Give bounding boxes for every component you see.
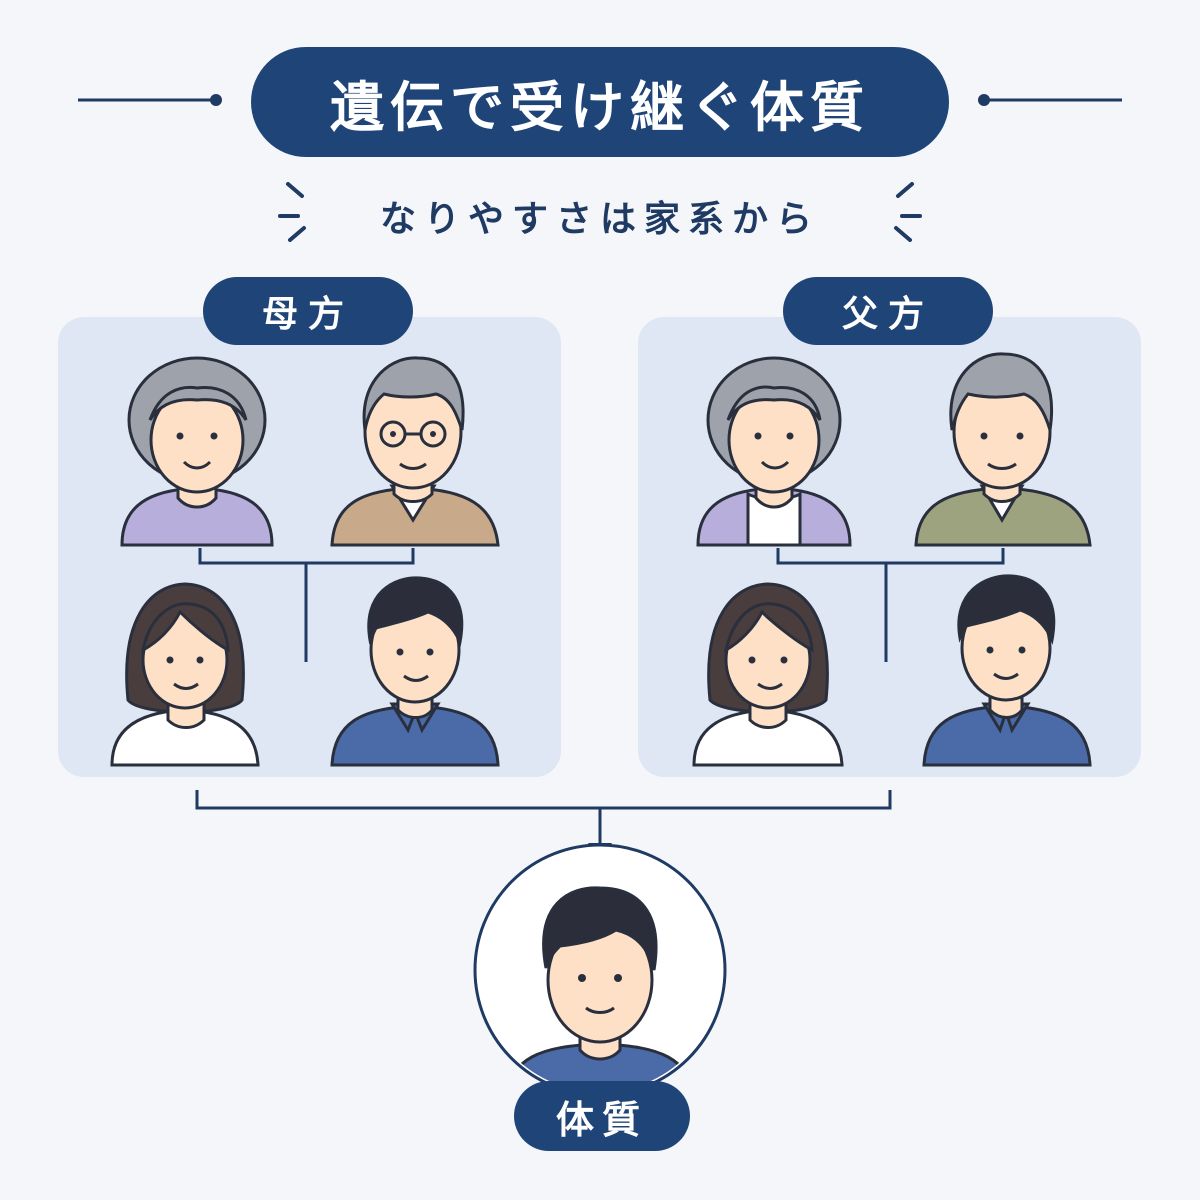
result-label: 体質 [514,1081,690,1151]
paternal-grandmother [696,356,852,547]
paternal-father [922,574,1092,767]
result-person [503,886,697,1092]
emphasis-marks-right [894,182,922,242]
paternal-grandfather [914,352,1092,547]
maternal-grandmother [120,356,274,547]
title-right-dot [978,94,990,106]
maternal-father [330,576,500,767]
page-title: 遺伝で受け継ぐ体質 [251,47,949,157]
maternal-grandfather [330,356,500,547]
emphasis-marks-left [278,182,306,242]
maternal-label: 母方 [203,277,413,345]
maternal-mother [110,582,260,767]
paternal-mother [692,582,844,767]
connector-lines [195,548,1005,845]
title-left-dot [210,94,222,106]
page-subtitle: なりやすさは家系から [379,199,820,240]
paternal-label: 父方 [783,277,993,345]
